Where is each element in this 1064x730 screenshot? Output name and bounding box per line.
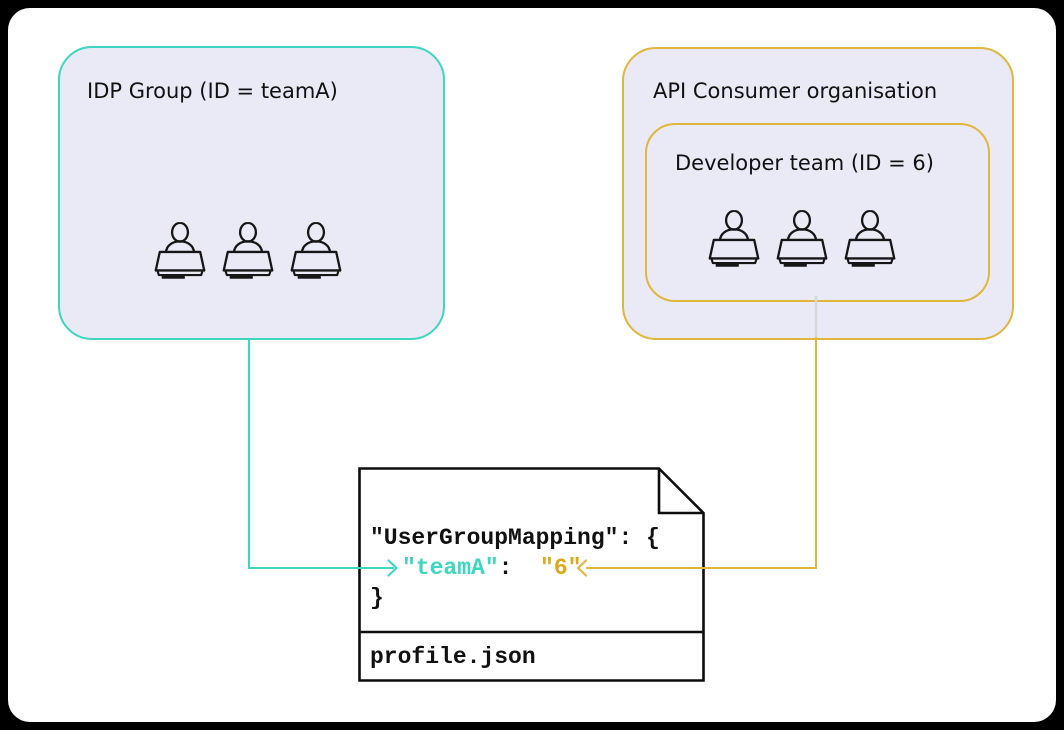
person-laptop-icon [776,209,828,269]
json-code-block: "UserGroupMapping": { "teamA": "6" } [370,523,660,613]
idp-team-members [154,221,342,281]
idp-group-box: IDP Group (ID = teamA) [58,46,445,340]
profile-document: "UserGroupMapping": { "teamA": "6" } pro… [358,467,705,682]
filename-label: profile.json [370,644,536,670]
dev-team-box: Developer team (ID = 6) [645,123,990,302]
person-laptop-icon [154,221,206,281]
person-laptop-icon [222,221,274,281]
dev-team-members [708,209,896,269]
code-key-teama: "teamA" [402,555,499,581]
person-laptop-icon [844,209,896,269]
code-value-6: "6" [540,555,582,581]
code-line-open: "UserGroupMapping": { [370,525,660,551]
api-org-title: API Consumer organisation [653,79,938,103]
person-laptop-icon [290,221,342,281]
api-org-box: API Consumer organisation Developer team… [622,47,1014,340]
dev-team-title: Developer team (ID = 6) [675,151,934,175]
idp-group-title: IDP Group (ID = teamA) [87,79,338,103]
person-laptop-icon [708,209,760,269]
code-line-close: } [370,585,384,611]
canvas-card: IDP Group (ID = teamA) API Consumer orga… [8,8,1056,722]
code-line-mapping: "teamA": "6" [370,553,660,583]
code-separator: : [498,555,541,581]
